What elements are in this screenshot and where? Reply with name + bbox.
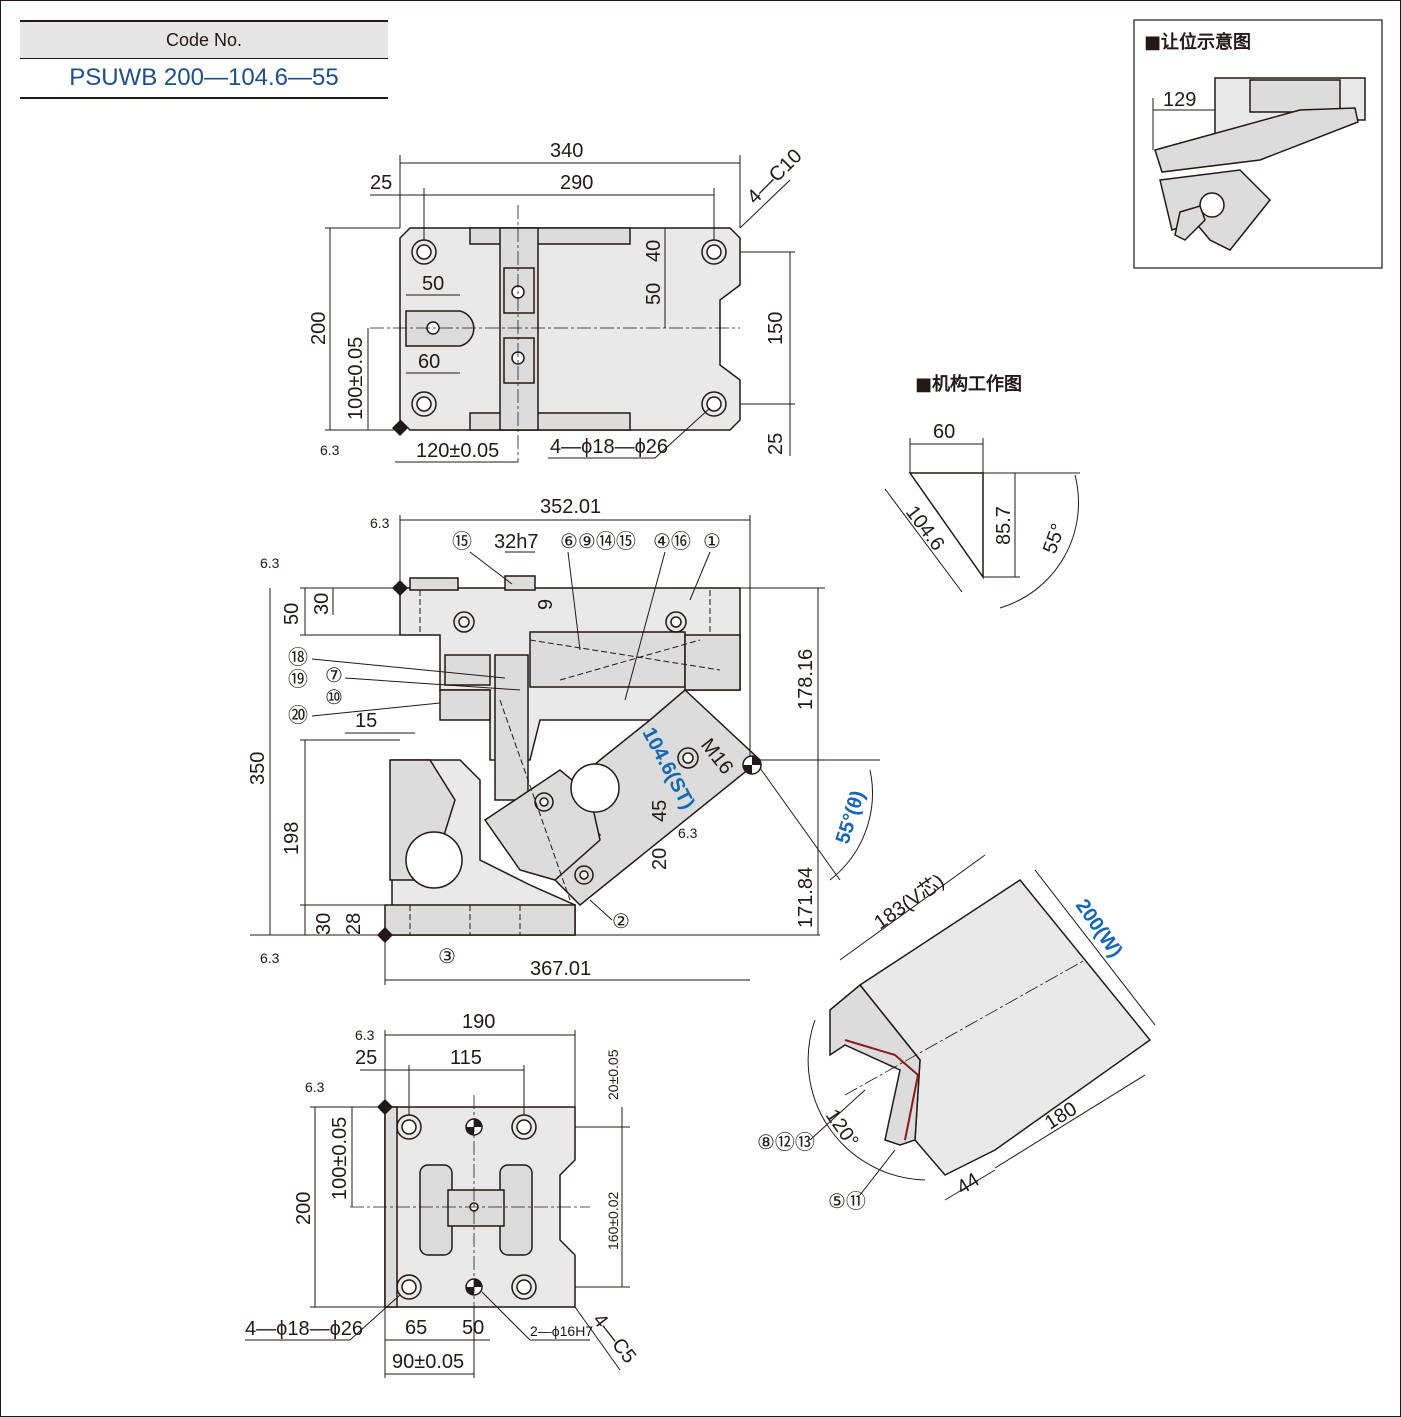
front-dim-45: 45 <box>649 800 671 822</box>
mech-dim-60: 60 <box>933 421 955 443</box>
bottom-dim-200: 200 <box>293 1192 315 1225</box>
front-dim-20: 20 <box>649 848 671 870</box>
front-dim-178: 178.16 <box>795 649 817 710</box>
balloon-17: ⑮ <box>452 530 472 553</box>
mechanism-inset: ■机构工作图 60 104.6 85.7 55° <box>884 373 1080 609</box>
relief-dim-129: 129 <box>1163 89 1196 111</box>
front-roughness-b: 6.3 <box>260 950 280 966</box>
bottom-dim-holes: 4—ϕ18—ϕ26 <box>245 1318 363 1340</box>
bottom-dim-4c5: 4—C5 <box>588 1310 640 1368</box>
front-roughness-d: 6.3 <box>678 825 698 841</box>
code-number-header: Code No. <box>20 20 388 59</box>
bottom-dim-50: 50 <box>462 1317 484 1339</box>
front-dim-198: 198 <box>281 822 303 855</box>
front-dim-9: 9 <box>535 599 557 610</box>
front-dim-30: 30 <box>311 593 333 615</box>
top-dim-4c10: 4—C10 <box>743 145 807 209</box>
top-dim-290: 290 <box>560 172 593 194</box>
balloon-19: ⑲ <box>288 668 308 691</box>
rot-dim-120deg: 120° <box>821 1105 863 1152</box>
front-view: 352.01 32h7 9 50 30 350 198 30 28 15 367… <box>247 496 880 985</box>
front-roughness-a: 6.3 <box>260 555 280 571</box>
relief-inset: ■让位示意图 129 <box>1133 19 1383 269</box>
top-dim-200: 200 <box>308 312 330 345</box>
balloon-3: ③ <box>438 946 456 968</box>
bottom-view: 190 25 115 20±0.05 160±0.02 100±0.05 200… <box>245 1011 640 1378</box>
front-dim-350: 350 <box>247 752 269 785</box>
top-dim-100: 100±0.05 <box>345 337 367 420</box>
front-dim-15: 15 <box>355 710 377 732</box>
balloon-6-9-14-15: ⑥⑨⑭⑮ <box>560 530 636 553</box>
top-dim-40: 40 <box>643 240 665 262</box>
front-dim-50: 50 <box>281 603 303 625</box>
bottom-dim-25: 25 <box>355 1047 377 1069</box>
top-dim-50v: 50 <box>643 283 665 305</box>
bottom-roughness-a: 6.3 <box>355 1027 375 1043</box>
balloon-10: ⑩ <box>325 687 343 709</box>
balloon-18: ⑱ <box>288 646 308 669</box>
front-dim-32h7: 32h7 <box>494 531 539 553</box>
bottom-roughness-b: 6.3 <box>305 1079 325 1095</box>
front-dim-30b: 30 <box>313 913 335 935</box>
top-dim-150: 150 <box>765 312 787 345</box>
rot-dim-44: 44 <box>953 1169 984 1199</box>
top-roughness: 6.3 <box>320 442 340 458</box>
balloon-4-16: ④⑯ <box>653 530 691 553</box>
bottom-dim-160: 160±0.02 <box>605 1191 621 1250</box>
bottom-dim-100: 100±0.05 <box>329 1117 351 1200</box>
front-dim-theta: 55°(θ) <box>832 788 870 847</box>
front-dim-171: 171.84 <box>795 867 817 928</box>
balloon-2: ② <box>612 911 630 933</box>
bottom-dim-90: 90±0.05 <box>392 1351 464 1373</box>
bottom-dim-2phi: 2—ϕ16H7 <box>530 1323 593 1339</box>
top-dim-50h: 50 <box>422 273 444 295</box>
top-dim-340: 340 <box>550 140 583 162</box>
mech-dim-55deg: 55° <box>1039 521 1070 557</box>
top-dim-60: 60 <box>418 351 440 373</box>
top-view: 340 290 25 4—C10 40 50 150 25 200 100±0.… <box>308 140 807 463</box>
bottom-dim-65: 65 <box>405 1317 427 1339</box>
front-roughness-c: 6.3 <box>370 515 390 531</box>
bottom-dim-20: 20±0.05 <box>605 1049 621 1100</box>
top-dim-120: 120±0.05 <box>416 440 499 462</box>
code-number-box: Code No. PSUWB 200—104.6—55 <box>20 20 388 99</box>
front-dim-352: 352.01 <box>540 496 601 518</box>
code-number-value: PSUWB 200—104.6—55 <box>20 59 388 99</box>
mech-dim-85-7: 85.7 <box>993 506 1015 545</box>
top-dim-25b: 25 <box>765 433 787 455</box>
balloon-7: ⑦ <box>325 665 343 687</box>
balloon-8-12-13: ⑧⑫⑬ <box>757 1131 815 1154</box>
relief-inset-title: ■让位示意图 <box>1144 31 1251 53</box>
front-dim-28: 28 <box>343 913 365 935</box>
top-dim-25a: 25 <box>370 172 392 194</box>
mechanism-inset-title: ■机构工作图 <box>915 373 1022 395</box>
balloon-20: ⑳ <box>288 704 308 727</box>
bottom-dim-115: 115 <box>450 1047 482 1069</box>
top-dim-holes: 4—ϕ18—ϕ26 <box>550 436 668 458</box>
front-dim-367: 367.01 <box>530 958 591 980</box>
balloon-1: ① <box>703 531 721 553</box>
bottom-dim-190: 190 <box>462 1011 495 1033</box>
mech-dim-104-6: 104.6 <box>901 502 949 555</box>
rot-dim-183: 183(V芯) <box>870 869 949 934</box>
balloon-5-11: ⑤⑪ <box>828 1190 866 1213</box>
